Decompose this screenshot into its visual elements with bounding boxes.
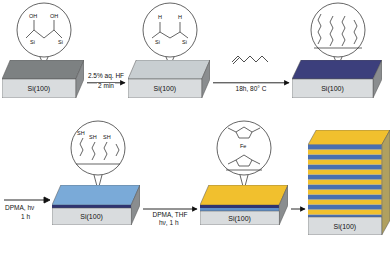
wafer-shape [2,60,84,98]
wafer-shape [292,60,382,98]
silicon-wafer: Si(100) [308,130,390,235]
wafer-label: Si(100) [28,85,51,92]
atom-label: SH [77,131,85,137]
silicon-wafer: Si(100) [128,60,210,98]
silicon-wafer: Si(100) [2,60,84,98]
wafer-label: Si(100) [334,223,357,230]
atom-label: Si [30,40,35,46]
wafer-label: Si(100) [80,213,103,220]
reagent-label: 2.5% aq. HF [87,73,125,80]
condition-label: hν, 1 h [158,220,180,227]
reagent-label: DPMA, THF [152,212,189,219]
reaction-arrow [213,82,289,83]
silicon-wafer: Si(100) [292,60,382,98]
atom-label: H [158,15,162,21]
wafer-label: Si(100) [228,215,251,222]
wafer-shape [128,60,210,98]
reaction-arrow [291,209,305,210]
silicon-wafer: Si(100) [52,185,140,225]
wafer-label: Si(100) [321,85,344,92]
atom-label: OH [29,14,37,20]
condition-label: DPMA, hν [4,205,35,212]
condition-label: 1 h [20,214,31,221]
atom-label: SH [103,135,111,141]
atom-label: H [178,15,182,21]
wafer-shape [308,130,390,235]
atom-label: Si [155,40,160,46]
atom-label: Si [58,40,63,46]
atom-label: Si [182,40,187,46]
wafer-label: Si(100) [154,85,177,92]
reaction-arrow [143,209,197,210]
atom-label: Fe [240,144,246,150]
atom-label: SH [89,135,97,141]
atom-label: OH [50,14,58,20]
condition-label: 2 min [97,83,115,90]
silicon-wafer: Si(100) [200,185,288,225]
reagent-label: 18h, 80° C [235,86,268,93]
